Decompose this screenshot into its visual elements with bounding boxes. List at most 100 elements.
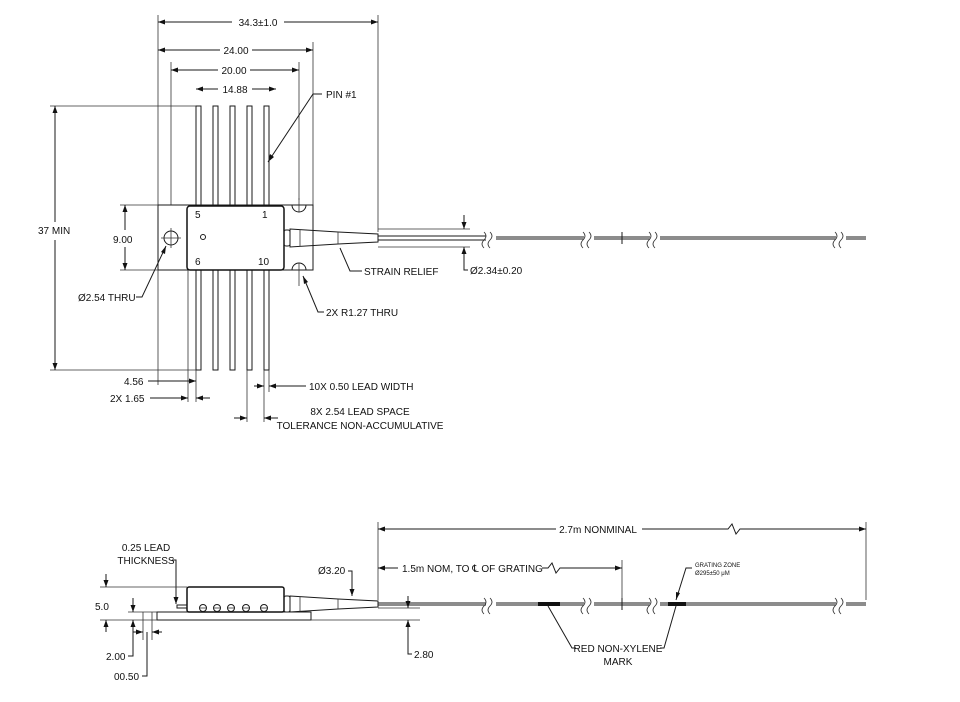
break-mark <box>487 597 493 615</box>
base-plate <box>156 611 312 621</box>
arrow <box>130 620 136 627</box>
side-strain-relief <box>289 595 379 613</box>
red-mark-band <box>538 602 560 606</box>
leads-top <box>195 105 270 207</box>
arrow <box>161 246 166 254</box>
arrow <box>152 629 159 635</box>
lead <box>246 105 253 207</box>
break-mark <box>652 231 658 249</box>
arrow <box>405 601 411 608</box>
leads-bottom <box>195 269 270 371</box>
dim-2-label: 2.00 <box>106 652 126 663</box>
arrow <box>171 67 178 73</box>
arrow <box>52 363 58 370</box>
lead <box>263 269 270 371</box>
arrow <box>405 620 411 627</box>
pin <box>227 604 235 612</box>
break-mark <box>586 597 592 615</box>
arrow <box>676 592 680 600</box>
arrow <box>378 565 385 571</box>
dim-line-break <box>542 562 622 574</box>
arrow <box>461 247 467 254</box>
arrow <box>240 415 247 421</box>
pin1-label: PIN #1 <box>326 90 357 101</box>
lead-thickness-label: 0.25 LEAD <box>122 543 170 554</box>
lead <box>195 105 202 207</box>
strain-relief-label: STRAIN RELIEF <box>364 267 438 278</box>
dim-line-break <box>642 523 866 535</box>
dia-234-label: Ø2.34±0.20 <box>470 266 523 277</box>
break-mark <box>487 231 493 249</box>
lead-thickness-label-2: THICKNESS <box>117 556 175 567</box>
fiber-top <box>378 231 866 249</box>
nom-15-label: 1.5m NOM, TO ℄ OF GRATING <box>402 564 543 575</box>
dim-line <box>463 247 468 271</box>
arrow <box>122 263 128 270</box>
break-mark <box>652 597 658 615</box>
break-mark <box>580 597 586 615</box>
arrow <box>196 86 203 92</box>
pin <box>213 604 221 612</box>
dim-280-label: 2.80 <box>414 650 434 661</box>
pin-10-label: 10 <box>258 257 270 268</box>
strain-relief-leader <box>339 247 362 272</box>
arrow <box>269 86 276 92</box>
arrow <box>136 629 143 635</box>
break-mark <box>646 597 652 615</box>
dim-overall-label: 34.3±1.0 <box>239 18 278 29</box>
arrow <box>349 589 355 596</box>
red-mark-label-2: MARK <box>604 657 633 668</box>
arrow <box>122 205 128 212</box>
arrow <box>371 19 378 25</box>
arrow <box>859 526 866 532</box>
break-mark <box>646 231 652 249</box>
break-mark <box>838 231 844 249</box>
dia-320-label: Ø3.20 <box>318 566 346 577</box>
side-view: 2.7m NONMINAL 1.5m NOM, TO ℄ OF GRATING … <box>95 522 867 683</box>
lead <box>212 269 219 371</box>
break-mark <box>481 597 487 615</box>
break-mark <box>838 597 844 615</box>
arrow <box>103 580 109 587</box>
break-mark <box>586 231 592 249</box>
break-mark <box>580 231 586 249</box>
arrow <box>158 19 165 25</box>
dim-456-label: 4.56 <box>124 377 144 388</box>
r127-label: 2X R1.27 THRU <box>326 308 398 319</box>
dim-05-label: 00.50 <box>114 672 139 683</box>
lead-thickness-leader <box>172 559 177 604</box>
lead <box>229 269 236 371</box>
lead-space-label: 8X 2.54 LEAD SPACE <box>310 407 410 418</box>
pin <box>199 604 207 612</box>
arrow <box>269 383 276 389</box>
arrow <box>189 378 196 384</box>
lead-stub <box>176 604 188 609</box>
pin-6-label: 6 <box>195 257 201 268</box>
arrow <box>158 47 165 53</box>
arrow <box>264 415 271 421</box>
lead <box>229 105 236 207</box>
boot-collar <box>283 229 291 247</box>
dim-37-label: 37 MIN <box>38 226 70 237</box>
arrow <box>461 222 467 229</box>
tolerance-label: TOLERANCE NON-ACCUMULATIVE <box>277 421 444 432</box>
pin-1-label: 1 <box>262 210 268 221</box>
strain-relief-boot <box>289 228 379 248</box>
arrow <box>181 395 188 401</box>
dia-320-leader <box>348 570 353 596</box>
side-boot-collar <box>283 595 291 613</box>
break-mark <box>832 231 838 249</box>
arrow <box>173 597 179 604</box>
grating-zone-label: GRATING ZONE <box>695 563 740 569</box>
arrow <box>292 67 299 73</box>
arrow <box>306 47 313 53</box>
dim-9-label: 9.00 <box>113 235 133 246</box>
arrow <box>303 276 308 284</box>
top-view: 34.3±1.0 24.00 20.00 14.88 PIN #1 <box>38 15 866 432</box>
pin <box>260 604 268 612</box>
dia-254-label: Ø2.54 THRU <box>78 293 136 304</box>
pin1-leader <box>267 93 322 163</box>
arrow <box>257 383 264 389</box>
